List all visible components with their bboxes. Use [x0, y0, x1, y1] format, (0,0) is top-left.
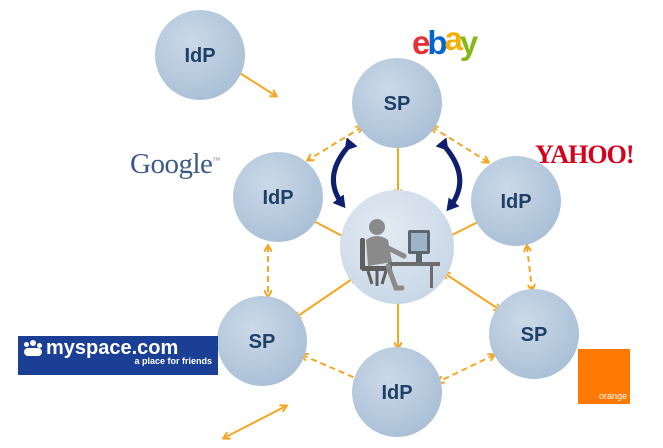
node-idp-left: IdP — [233, 152, 323, 242]
ebay-letter-a: a — [444, 20, 463, 57]
arrow-user-sp-right — [444, 273, 500, 310]
ebay-letter-e: e — [412, 24, 430, 61]
node-idp-right: IdP — [471, 156, 561, 246]
curved-arrow-left — [330, 137, 358, 209]
myspace-logo: myspace.com a place for friends — [18, 336, 218, 375]
google-trademark: ™ — [212, 155, 220, 165]
node-user-center — [340, 190, 454, 304]
dashed-arrow-sp-top-idp-right — [432, 127, 488, 162]
user-at-computer-icon — [360, 219, 440, 291]
arrow-loose-bottom — [224, 406, 286, 438]
yahoo-logo: YAHOO! — [535, 140, 634, 169]
orange-logo: orange — [578, 349, 630, 404]
google-logo: Google™ — [130, 150, 220, 179]
ebay-letter-b: b — [427, 24, 447, 61]
arrow-user-sp-left — [295, 277, 355, 318]
node-idp-bottom-label: IdP — [381, 382, 412, 404]
node-sp-top-label: SP — [384, 93, 411, 115]
node-sp-right-label: SP — [521, 324, 548, 346]
google-logo-text: Google — [130, 148, 213, 180]
dashed-arrow-sp-left-idp-bottom — [302, 355, 360, 380]
node-sp-left-label: SP — [249, 331, 276, 353]
node-sp-left: SP — [217, 296, 307, 386]
node-sp-top: SP — [352, 58, 442, 148]
ebay-logo: ebay — [412, 22, 478, 61]
node-idp-left-label: IdP — [262, 187, 293, 209]
ebay-letter-y: y — [459, 24, 478, 61]
node-idp-bottom: IdP — [352, 347, 442, 437]
myspace-logo-text: myspace.com — [46, 337, 179, 359]
node-idp-topleft-label: IdP — [184, 45, 215, 67]
node-idp-right-label: IdP — [500, 191, 531, 213]
myspace-people-icon — [24, 340, 42, 356]
dashed-arrow-sp-top-idp-left — [308, 127, 362, 160]
myspace-tagline: a place for friends — [134, 356, 212, 366]
node-idp-topleft: IdP — [155, 10, 245, 100]
curved-arrow-right — [435, 137, 463, 212]
dashed-arrow-sp-right-idp-bottom — [438, 355, 494, 382]
dashed-arrow-idp-right-sp-right — [527, 246, 532, 290]
redirect-arrows — [330, 137, 463, 212]
node-sp-right: SP — [489, 289, 579, 379]
